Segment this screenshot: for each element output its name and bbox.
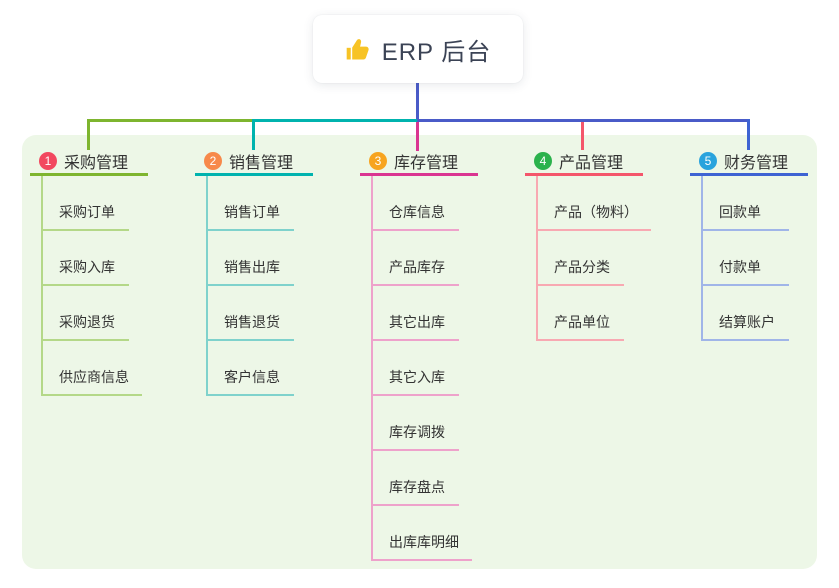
child-label: 回款单 [719,204,761,220]
child-node[interactable]: 销售退货 [208,286,294,341]
child-node[interactable]: 采购退货 [43,286,129,341]
branch-drop-line-inventory [416,122,419,151]
branch-inventory-management: 3 库存管理 仓库信息 产品库存 其它出库 其它入库 库存调拨 库存盘点 出库库… [360,148,478,561]
branch-node-product[interactable]: 4 产品管理 [525,148,643,176]
child-node[interactable]: 库存调拨 [373,396,459,451]
branch-label: 销售管理 [229,154,294,172]
child-label: 产品（物料） [554,204,638,220]
child-node[interactable]: 其它出库 [373,286,459,341]
branch-drop-line-purchase [87,119,90,150]
child-label: 客户信息 [224,369,280,385]
branch-product-management: 4 产品管理 产品（物料） 产品分类 产品单位 [525,148,651,341]
child-label: 库存盘点 [389,479,445,495]
bus-line-sales [252,119,419,122]
branch-label: 产品管理 [559,154,624,172]
branch-label: 财务管理 [724,154,789,172]
child-label: 销售出库 [224,259,280,275]
branch-children: 采购订单 采购入库 采购退货 供应商信息 [41,176,142,396]
branch-children: 仓库信息 产品库存 其它出库 其它入库 库存调拨 库存盘点 出库库明细 [371,176,472,561]
branch-node-purchase[interactable]: 1 采购管理 [30,148,148,176]
mindmap-panel [22,135,817,569]
child-label: 结算账户 [719,314,775,330]
root-title: ERP 后台 [381,38,492,66]
branch-badge: 3 [369,151,387,170]
branch-drop-line-finance [747,119,750,150]
child-label: 付款单 [719,259,761,275]
child-label: 销售退货 [224,314,280,330]
child-node[interactable]: 产品（物料） [538,176,651,231]
branch-children: 销售订单 销售出库 销售退货 客户信息 [206,176,294,396]
branch-badge: 2 [204,151,222,170]
branch-label: 库存管理 [394,154,459,172]
child-node[interactable]: 产品分类 [538,231,624,286]
child-node[interactable]: 产品单位 [538,286,624,341]
branch-label: 采购管理 [64,154,129,172]
child-node[interactable]: 客户信息 [208,341,294,396]
child-node[interactable]: 销售出库 [208,231,294,286]
branch-purchase-management: 1 采购管理 采购订单 采购入库 采购退货 供应商信息 [30,148,148,396]
child-node[interactable]: 供应商信息 [43,341,142,396]
branch-badge: 4 [534,151,552,170]
bus-line-finance [417,119,750,122]
child-label: 产品单位 [554,314,610,330]
child-label: 出库库明细 [389,534,459,550]
child-label: 库存调拨 [389,424,445,440]
child-label: 供应商信息 [59,369,129,385]
thumbs-up-icon [346,38,369,60]
branch-sales-management: 2 销售管理 销售订单 销售出库 销售退货 客户信息 [195,148,313,396]
child-node[interactable]: 产品库存 [373,231,459,286]
child-label: 采购入库 [59,259,115,275]
branch-finance-management: 5 财务管理 回款单 付款单 结算账户 [690,148,808,341]
child-node[interactable]: 采购入库 [43,231,129,286]
child-label: 其它出库 [389,314,445,330]
child-node[interactable]: 结算账户 [703,286,789,341]
child-node[interactable]: 库存盘点 [373,451,459,506]
child-label: 销售订单 [224,204,280,220]
branch-children: 回款单 付款单 结算账户 [701,176,789,341]
child-label: 产品库存 [389,259,445,275]
child-node[interactable]: 其它入库 [373,341,459,396]
child-label: 其它入库 [389,369,445,385]
child-node[interactable]: 仓库信息 [373,176,459,231]
branch-children: 产品（物料） 产品分类 产品单位 [536,176,651,341]
bus-line-purchase [87,119,255,122]
child-node[interactable]: 销售订单 [208,176,294,231]
child-label: 采购订单 [59,204,115,220]
branch-node-finance[interactable]: 5 财务管理 [690,148,808,176]
child-node[interactable]: 采购订单 [43,176,129,231]
child-label: 采购退货 [59,314,115,330]
branch-node-inventory[interactable]: 3 库存管理 [360,148,478,176]
root-node[interactable]: ERP 后台 [313,15,523,83]
child-label: 产品分类 [554,259,610,275]
branch-badge: 1 [39,151,57,170]
branch-badge: 5 [699,151,717,170]
child-node[interactable]: 回款单 [703,176,789,231]
branch-node-sales[interactable]: 2 销售管理 [195,148,313,176]
branch-drop-line-sales [252,119,255,150]
branch-drop-line-product [581,122,584,150]
child-label: 仓库信息 [389,204,445,220]
child-node[interactable]: 出库库明细 [373,506,472,561]
root-connector-line [416,83,419,122]
child-node[interactable]: 付款单 [703,231,789,286]
